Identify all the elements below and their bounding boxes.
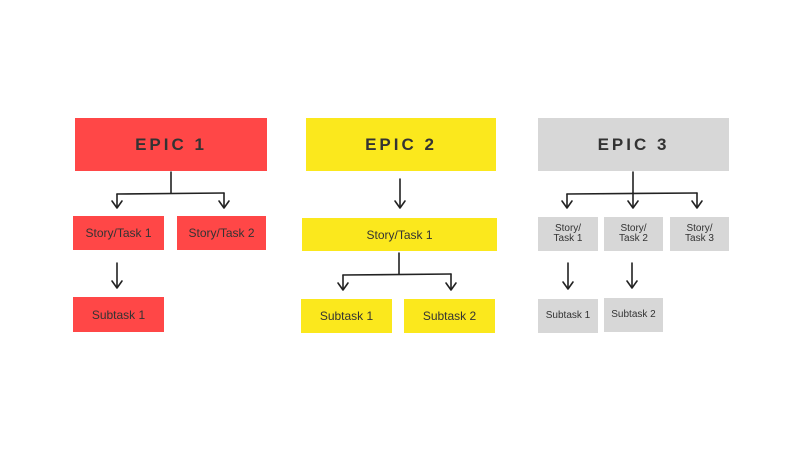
epic-3-story-task-2: Story/ Task 2 [604, 217, 663, 251]
epic-3-story-task-2-line-2: Task 2 [619, 233, 648, 244]
epic-2-subtask-1: Subtask 1 [301, 299, 392, 333]
epic-1-box: EPIC 1 [75, 118, 267, 171]
epic-3-story-task-3-line-1: Story/ [686, 223, 713, 234]
epic-3-story-task-2-line-1: Story/ [620, 223, 647, 234]
epic-1-subtask-arrow [111, 262, 123, 289]
epic-3-story-task-3-line-2: Task 3 [685, 233, 714, 244]
epic-2-story-arrow [394, 178, 406, 209]
epic-1-story-task-1: Story/Task 1 [73, 216, 164, 250]
epic-2-subtask-2: Subtask 2 [404, 299, 495, 333]
epic-2-box: EPIC 2 [306, 118, 496, 171]
epic-1-fork-connector [111, 171, 230, 209]
epic-3-subtask-2-arrow [626, 262, 638, 289]
epic-3-fork-connector [561, 171, 703, 209]
epic-1-subtask-1: Subtask 1 [73, 297, 164, 332]
epic-3-subtask-1-arrow [562, 262, 574, 290]
epic-1-story-task-2: Story/Task 2 [177, 216, 266, 250]
epic-2-fork-connector [337, 252, 457, 291]
epic-3-story-task-1-line-1: Story/ [554, 223, 582, 234]
epic-3-subtask-1: Subtask 1 [538, 299, 598, 333]
epic-2-story-task-1: Story/Task 1 [302, 218, 497, 251]
epic-3-box: EPIC 3 [538, 118, 729, 171]
epic-3-story-task-3: Story/ Task 3 [670, 217, 729, 251]
epic-3-story-task-1: Story/ Task 1 [538, 217, 598, 251]
epic-3-subtask-2: Subtask 2 [604, 298, 663, 332]
epic-3-story-task-1-line-2: Task 1 [553, 233, 583, 244]
